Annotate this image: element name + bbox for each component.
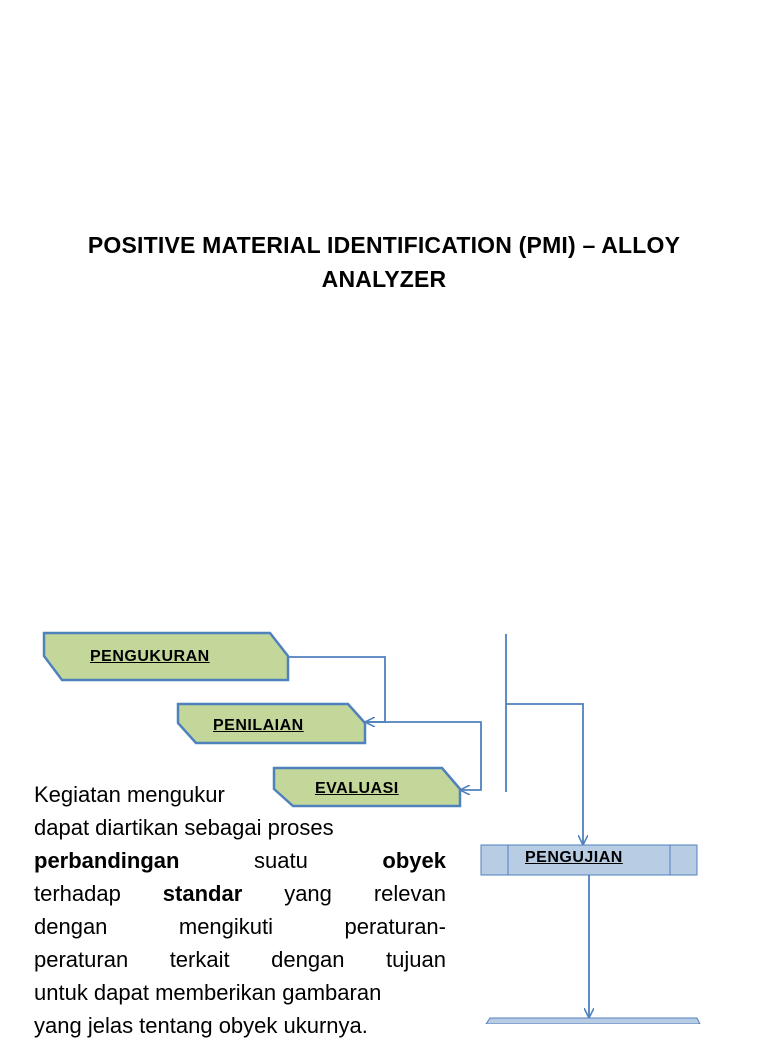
word-terhadap: terhadap [34,881,121,906]
word-mengikuti: mengikuti [178,914,274,939]
word-dengan-2: dengan [271,947,345,972]
bar-to-pengujian-arrow [506,703,583,844]
pengukuran-shape [42,631,290,682]
evaluasi-label: EVALUASI [315,780,399,797]
penilaian-to-evaluasi-arrow [365,721,482,790]
para-line-7: untuk dapat memberikan gambaran [34,980,382,1005]
word-perbandingan: perbandingan [34,848,180,873]
word-dengan: dengan [34,914,108,939]
pengujian-box [480,844,698,876]
para-line-2: dapat diartikan sebagai proses [34,815,334,840]
word-peraturan: peraturan- [344,914,446,939]
title-line-2: ANALYZER [321,266,447,292]
word-relevan: relevan [373,881,446,906]
para-line-3: perbandingan suatu obyek [34,844,446,877]
para-line-8: yang jelas tentang obyek ukurnya. [34,1013,368,1038]
penilaian-shape [176,702,367,745]
penilaian-label: PENILAIAN [213,717,304,734]
pengukuran-label: PENGUKURAN [90,648,210,665]
bottom-box [485,1017,701,1024]
title-line-1: POSITIVE MATERIAL IDENTIFICATION (PMI) –… [87,232,681,258]
word-standar: standar [162,881,243,906]
word-obyek: obyek [382,848,446,873]
page-title: POSITIVE MATERIAL IDENTIFICATION (PMI) –… [0,228,768,296]
word-suatu: suatu [254,848,308,873]
evaluasi-shape [272,766,462,808]
para-line-6: peraturan terkait dengan tujuan [34,943,446,976]
para-line-5: dengan mengikuti peraturan- [34,910,446,943]
word-peraturan-2: peraturan [34,947,129,972]
pengujian-label: PENGUJIAN [525,849,623,866]
para-line-1: Kegiatan mengukur [34,782,225,807]
description-paragraph: Kegiatan mengukur dapat diartikan sebaga… [34,778,446,1042]
para-line-4: terhadap standar yang relevan [34,877,446,910]
word-tujuan: tujuan [386,947,446,972]
word-terkait: terkait [169,947,230,972]
word-yang: yang [284,881,332,906]
